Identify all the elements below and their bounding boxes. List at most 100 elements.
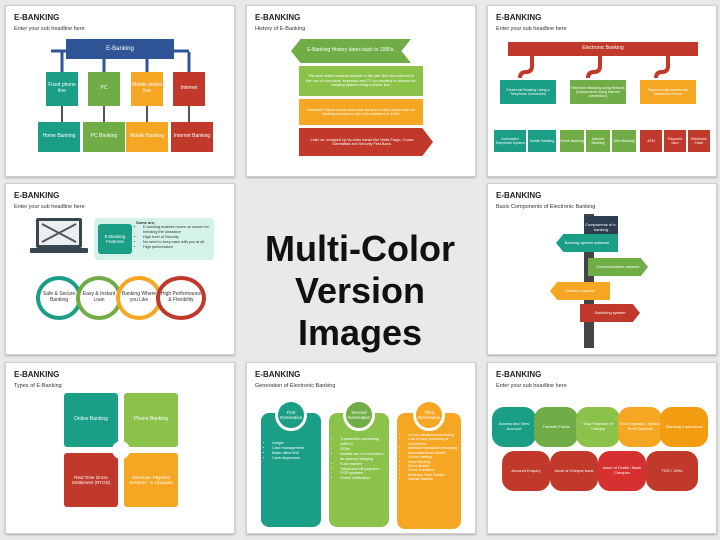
service-account-enquiry: Account Enquiry <box>502 451 550 491</box>
circle-easy-loan: Easy & Instant Loan <box>76 276 122 320</box>
gen-item: Telephone bill payment <box>340 467 387 472</box>
item-web-banking: Web Banking <box>612 130 636 152</box>
slide-title: E-BANKING <box>255 370 301 379</box>
service-cheque-book: Issue of Cheque book <box>550 451 598 491</box>
service-tds: TDS / 15Hs <box>646 451 698 491</box>
gen-item: Home Banking <box>408 460 459 464</box>
slide-subtitle: Enter your sub headline here <box>496 383 567 389</box>
piece-online-banking: Online Banking <box>64 393 118 447</box>
channel-internet: Internet <box>173 72 205 106</box>
slide-subtitle: History of E-Banking <box>255 26 306 32</box>
gen-item: Cost of early processing of current item <box>408 437 459 446</box>
puzzle-center-hole <box>112 441 130 459</box>
gen-second-title: Second Generation <box>343 399 375 431</box>
piece-e-payment: Electronic Payment Services - E Cheques <box>124 453 178 507</box>
gen-item: Direct deposit <box>408 464 459 468</box>
slide-subtitle: Basic Components of Electronic Banking <box>496 204 596 210</box>
thumbnail-ebanking-structure[interactable]: E-BANKING Enter your sub headline here E… <box>5 5 235 177</box>
gen-item: Cash management <box>272 446 319 451</box>
thumbnail-components[interactable]: E-BANKING Basic Components of Electronic… <box>487 183 717 355</box>
service-drafts: Issue of Drafts / Bank Cheques <box>598 451 646 491</box>
connector-lines <box>51 49 191 122</box>
slide-subtitle: Enter your sub headline here <box>14 26 85 32</box>
slide-title: E-BANKING <box>14 13 60 22</box>
gen-item: Check verification <box>340 476 387 481</box>
thumbnail-types[interactable]: E-BANKING Types of E-Banking Online Bank… <box>5 362 235 534</box>
thumbnail-services[interactable]: E-BANKING Enter your sub headline here A… <box>487 362 717 534</box>
feature-bullet: No need to keep cash with you at all <box>143 240 214 245</box>
item-mobile-banking: Mobile Banking <box>528 130 556 152</box>
history-banner-green: E-Banking History dates back to 1980s. <box>291 39 411 63</box>
gen-second-list: Transaction processing (offline) ATMs Li… <box>333 437 387 481</box>
item-electronic-cash: Electronic Cash <box>688 130 710 152</box>
title-line-1: Multi-Color <box>265 228 455 269</box>
gen-item: Interbank transaction processing <box>408 446 459 450</box>
gen-third-panel <box>397 413 461 529</box>
gen-first-title: First Generation <box>275 399 307 431</box>
slide-title: E-BANKING <box>496 370 542 379</box>
thumbnail-features[interactable]: E-BANKING Enter your sub headline here E… <box>5 183 235 355</box>
hook-arrows <box>518 56 670 79</box>
thumbnail-electronic-banking-tree[interactable]: E-BANKING Enter your sub headline here E… <box>487 5 717 177</box>
sign-delivery: Delivery channel <box>550 282 610 300</box>
gen-item: ATMs <box>340 447 387 452</box>
history-banner-lightgreen: The term online became popular in the la… <box>299 66 423 96</box>
gen-item: Automated funds transfer <box>408 451 459 455</box>
pc-banking: PC Banking <box>83 122 125 152</box>
col-network-head: Electronic Banking using Network (indepe… <box>570 80 626 104</box>
thumbnail-history[interactable]: E-BANKING History of E-Banking E-Banking… <box>246 5 476 177</box>
feature-bullet: High performance <box>143 245 214 250</box>
slide-title: E-BANKING <box>496 13 542 22</box>
features-text: Some are; E-banking enables boxes on scr… <box>136 220 214 250</box>
some-are-label: Some are; <box>136 220 156 225</box>
item-automated-telephone: Automated Telephone System <box>494 130 526 152</box>
sign-switching: Switching system <box>580 304 640 322</box>
slide-subtitle: Types of E-Banking <box>14 383 62 389</box>
col-payment-head: Payment instruments and Instruction Form… <box>640 80 696 104</box>
gen-third-list: On-line transaction processing Cost of e… <box>401 433 459 482</box>
piece-phone-banking: Phone Banking <box>124 393 178 447</box>
gen-item: Transaction processing (offline) <box>340 437 387 447</box>
ebanking-header-box: E-Banking <box>66 39 174 59</box>
electronic-banking-header: Electronic Banking <box>508 42 698 56</box>
gen-item: Fund transfer <box>340 462 387 467</box>
service-standing-instructions: Standing Instructions <box>660 407 708 447</box>
mobile-banking: Mobile Banking <box>126 122 168 152</box>
slide-title: E-BANKING <box>496 191 542 200</box>
gen-item: Electronic Fund Transfer <box>408 473 459 477</box>
signpost-pole <box>584 214 594 348</box>
item-atm: ATM <box>640 130 662 152</box>
home-banking: Home Banking <box>38 122 80 152</box>
multi-color-version-title: Multi-Color Version Images <box>245 228 475 354</box>
history-banner-red: Later on, snapped up by other banks like… <box>299 128 433 156</box>
gen-second-panel <box>329 413 389 527</box>
history-banner-orange: Stanford Federal credit union was the fi… <box>299 99 423 125</box>
internet-banking: Internet Banking <box>171 122 213 152</box>
gen-first-list: Ledger Cash management Basic office MIS … <box>265 441 319 461</box>
gen-item: On-line transaction processing <box>408 433 459 437</box>
item-internet-banking: Internet Banking <box>586 130 610 152</box>
slide-subtitle: Enter your sub headline here <box>496 26 567 32</box>
service-stop-payment: Stop Payment of Cheque <box>576 407 620 447</box>
gen-item: Ledger <box>272 441 319 446</box>
gen-item: Limited use of information for account k… <box>340 452 387 462</box>
thumbnail-generations[interactable]: E-BANKING Generation of Electronic Banki… <box>246 362 476 534</box>
slide-title: E-BANKING <box>255 13 301 22</box>
features-label: E-Banking Features <box>98 224 132 254</box>
sign-communication: Communication network <box>588 258 648 276</box>
circle-banking-where: Banking Where you Like <box>116 276 162 320</box>
gen-first-panel <box>261 413 321 527</box>
gen-item: Internet Banking <box>408 477 459 481</box>
title-line-2: Version Images <box>294 270 426 353</box>
channel-fixed-phone: Fixed phone line <box>46 72 78 106</box>
slide-title: E-BANKING <box>14 370 60 379</box>
feature-bullet: High level of Security <box>143 235 214 240</box>
col-telephone-head: Electronic Banking Using a Telephone Con… <box>500 80 556 104</box>
item-payment-card: Payment card <box>664 130 686 152</box>
gen-item: Cash dispensers <box>272 456 319 461</box>
gen-item: On-line banking <box>408 455 459 459</box>
gen-third-title: Third Generation <box>413 399 445 431</box>
piece-rtgs: Real Time Gross Settlement (RTGS) <box>64 453 118 507</box>
service-access-account: Access and View Account <box>492 407 536 447</box>
circle-high-performance: High Performance & Flexibility <box>156 276 206 320</box>
